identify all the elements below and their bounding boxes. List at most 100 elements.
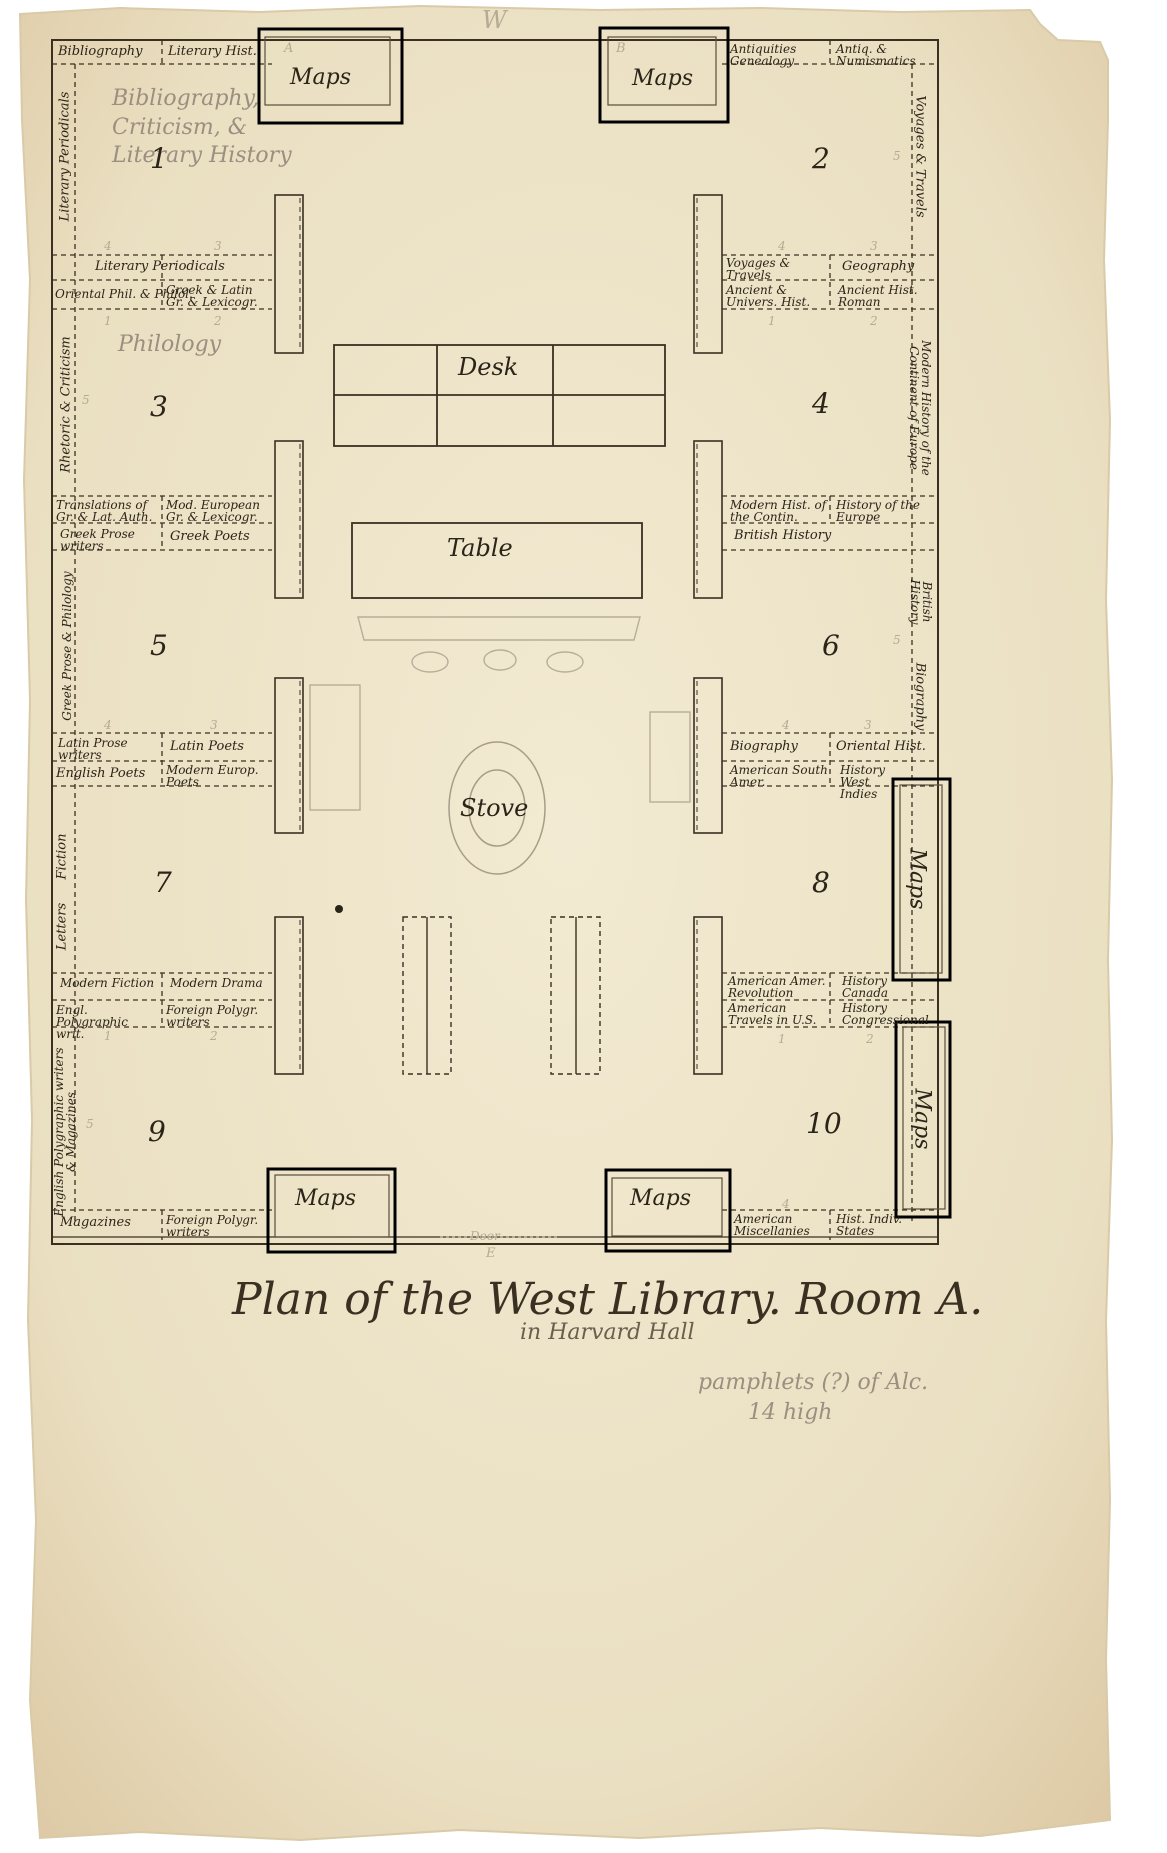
- maps-label-top-left: Maps: [290, 65, 352, 90]
- alcove-number-9: 9: [148, 1115, 166, 1148]
- maps-label-right-lower: Maps: [909, 1088, 935, 1150]
- shelf-antiq-numismatics: Antiq. & Numismatics: [836, 42, 916, 68]
- paper-sheet: [18, 4, 1114, 1842]
- shelf-number-5-a9: 5: [86, 1117, 94, 1131]
- desk: [333, 344, 666, 447]
- shelf-greek-prose-philology: Greek Prose & Philology: [60, 571, 74, 721]
- highlight-map-right-lower[interactable]: [894, 1020, 952, 1219]
- page-title: Plan of the West Library. Room A.: [232, 1274, 984, 1325]
- shelf-number-4-a6: 4: [782, 718, 790, 732]
- shelf-latin-prose: Latin Prose writers: [58, 736, 128, 762]
- shelf-number-3-a2: 3: [870, 239, 878, 253]
- shelf-number-4-a10: 4: [782, 1197, 790, 1211]
- shelf-english-poets: English Poets: [56, 766, 146, 781]
- shelf-number-4-a1: 4: [104, 239, 112, 253]
- shelf-number-2-a7: 2: [210, 1029, 218, 1043]
- alcove-number-2: 2: [812, 142, 830, 175]
- shelf-american-south-amer: American South Amer.: [730, 763, 828, 789]
- shelf-number-5-a3: 5: [82, 393, 90, 407]
- shelf-history-congressional: History Congressional: [842, 1001, 929, 1027]
- alcove-number-5: 5: [150, 629, 168, 662]
- door-label: Door: [470, 1229, 500, 1243]
- shelf-greek-latin-gr: Greek & Latin Gr. & Lexicogr.: [166, 283, 258, 309]
- alcove-number-3: 3: [150, 390, 168, 423]
- compass-west: W: [482, 6, 507, 34]
- alcove-number-8: 8: [812, 866, 830, 899]
- pencil-note-2: 14 high: [748, 1400, 833, 1425]
- shelf-literary-hist: Literary Hist.: [168, 44, 257, 59]
- shelf-voyages-travels: Voyages & Travels: [726, 256, 791, 282]
- shelf-number-1-a8: 1: [778, 1032, 786, 1046]
- shelf-history-west-indies: History West Indies: [840, 763, 886, 801]
- shelf-history-europe: History of the Europe: [836, 498, 920, 524]
- shelf-voyages-travels-side: Voyages & Travels: [912, 95, 928, 218]
- page-subtitle: in Harvard Hall: [520, 1320, 695, 1345]
- shelf-bibliography: Bibliography: [58, 44, 143, 59]
- alcove-number-10: 10: [806, 1107, 842, 1140]
- shelf-number-4-a2: 4: [778, 239, 786, 253]
- highlight-map-top-left[interactable]: [257, 27, 404, 125]
- shelf-number-3-a6: 3: [864, 718, 872, 732]
- shelf-number-1-a1: 1: [104, 314, 112, 328]
- shelf-foreign-polygr-writers: Foreign Polygr. writers: [166, 1213, 259, 1239]
- alcove-number-1: 1: [150, 142, 168, 175]
- shelf-number-3-a5: 3: [210, 718, 218, 732]
- shelf-greek-prose: Greek Prose writers: [60, 527, 135, 553]
- shelf-literary-periodicals-side: Literary Periodicals: [57, 91, 73, 222]
- map-cases-drawn: [264, 36, 946, 1238]
- shelf-biography-side: Biography: [912, 662, 928, 731]
- pencil-note-1: pamphlets (?) of Alc.: [698, 1370, 929, 1395]
- shelf-american-travels-us: American Travels in U.S.: [728, 1001, 817, 1027]
- shelf-number-5-a6: 5: [893, 633, 901, 647]
- highlight-map-bottom-left[interactable]: [266, 1167, 397, 1254]
- highlight-map-right-upper[interactable]: [891, 777, 952, 982]
- shelf-number-2-a1: 2: [214, 314, 222, 328]
- shelf-number-4-a5: 4: [104, 718, 112, 732]
- keyhole-mark: [335, 905, 343, 913]
- center-bookcases: [402, 916, 601, 1075]
- maps-label-right-upper: Maps: [904, 848, 930, 910]
- shelf-modern-history-continent: Modern History of the Continent of Europ…: [907, 340, 933, 476]
- highlight-map-top-right[interactable]: [598, 26, 730, 124]
- highlight-map-bottom-right[interactable]: [604, 1168, 732, 1253]
- shelf-number-1-a2: 1: [768, 314, 776, 328]
- room-outline: [51, 39, 939, 1245]
- alcove-number-4: 4: [812, 387, 830, 420]
- maps-label-bottom-left: Maps: [295, 1186, 357, 1211]
- left-wall-shelves: [52, 40, 272, 1240]
- shelf-number-2-a8: 2: [866, 1032, 874, 1046]
- shelf-number-3-a1: 3: [214, 239, 222, 253]
- pencil-furniture: [309, 616, 691, 811]
- stove-label: Stove: [460, 794, 529, 822]
- shelf-english-polygraphic-magazines: English Polygraphic writers & Magazines: [52, 1047, 78, 1217]
- bookcase-dashed-inner: [299, 198, 698, 1071]
- shelf-ancient-univers-hist: Ancient & Univers. Hist.: [726, 283, 811, 309]
- shelf-greek-poets: Greek Poets: [170, 529, 250, 544]
- shelf-ancient-hist-roman: Ancient Hist. Roman: [838, 283, 918, 309]
- maps-label-top-right: Maps: [632, 66, 694, 91]
- shelf-foreign-polygr: Foreign Polygr. writers: [166, 1003, 259, 1029]
- shelf-engl-polygraphic: Engl. Polygraphic writ.: [56, 1003, 128, 1041]
- shelf-hist-indiv-states: Hist. Indiv. States: [836, 1212, 903, 1238]
- shelf-fiction-side: Fiction: [54, 833, 70, 880]
- ghost-heading-bibliography: Bibliography, Criticism, & Literary Hist…: [112, 86, 292, 169]
- stove: [448, 741, 546, 875]
- shelf-modern-europ-poets: Modern Europ. Poets: [166, 763, 259, 789]
- shelf-translations: Translations of Gr. & Lat. Auth.: [56, 498, 153, 524]
- map-highlight-boxes: [257, 26, 952, 1254]
- ghost-heading-philology: Philology: [118, 332, 222, 357]
- shelf-mod-european-gr: Mod. European Gr. & Lexicogr.: [166, 498, 260, 524]
- shelf-history-canada: History Canada: [842, 974, 889, 1000]
- table-label: Table: [447, 534, 513, 562]
- shelf-letter-b: B: [616, 41, 626, 56]
- shelf-letter-a: A: [284, 41, 294, 56]
- shelf-latin-poets: Latin Poets: [170, 739, 244, 754]
- shelf-number-5-a2: 5: [893, 149, 901, 163]
- shelf-number-2-a2: 2: [870, 314, 878, 328]
- table: [351, 522, 643, 599]
- shelf-american-revolution: American Amer. Revolution: [728, 974, 826, 1000]
- shelf-british-history: British History: [734, 528, 832, 543]
- shelf-oriental-phil: Oriental Phil. & Philol.: [55, 287, 193, 301]
